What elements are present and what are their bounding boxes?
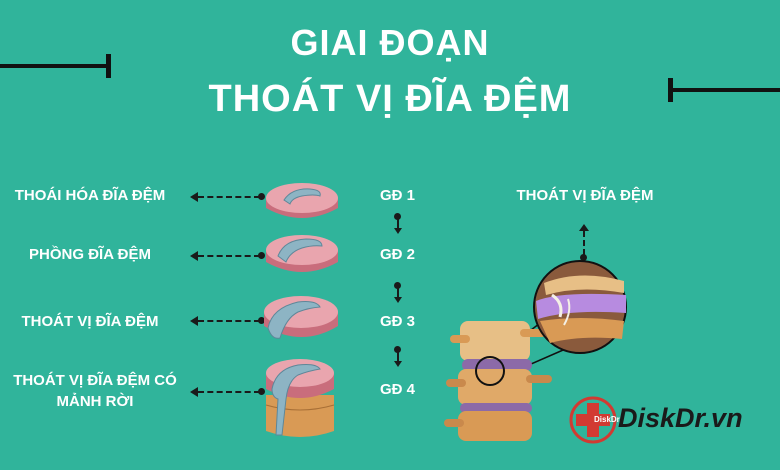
connector-line-3: [397, 352, 401, 362]
herniation-arrow-dot: [580, 254, 587, 261]
stage-2-code: GĐ 2: [380, 246, 416, 263]
disc-stage-1-illustration: [266, 183, 338, 218]
disc-stage-2-illustration: [266, 235, 338, 272]
stage-1-code: GĐ 1: [380, 187, 416, 204]
arrow-line-3: [198, 320, 260, 324]
brand-name: DiskDr.vn: [618, 403, 743, 433]
connector-dot-2: [394, 282, 401, 289]
connector-line-2: [397, 288, 401, 298]
disc-stage-4-illustration: [265, 359, 335, 437]
stage-4-code: GĐ 4: [380, 381, 416, 398]
disc-stage-3-illustration: [264, 296, 338, 339]
arrow-line-1: [198, 196, 260, 200]
stage-3-code: GĐ 3: [380, 313, 416, 330]
stage-4-label-line-1: THOÁT VỊ ĐĨA ĐỆM CÓ: [13, 372, 177, 389]
medical-cross-icon: [569, 396, 617, 444]
title-line-2: THOÁT VỊ ĐĨA ĐỆM: [208, 78, 572, 120]
brand-logo: DiskDr. DiskDr.vn: [568, 395, 778, 445]
decor-bar-left-cap: [106, 54, 111, 78]
decor-bar-right: [670, 88, 780, 92]
stage-2-label: PHỒNG ĐĨA ĐỆM: [29, 246, 151, 263]
arrow-line-4: [198, 391, 260, 395]
arrow-head-3: [190, 316, 198, 326]
brand-mark-text: DiskDr.: [594, 415, 622, 424]
arrow-line-2: [198, 255, 260, 259]
title-line-1: GIAI ĐOẠN: [290, 22, 490, 63]
herniation-arrow-head: [579, 224, 589, 231]
connector-arrow-3: [394, 361, 402, 367]
spine-illustration: [444, 260, 627, 441]
connector-line-1: [397, 219, 401, 229]
herniation-label: THOÁT VỊ ĐĨA ĐỆM: [516, 187, 654, 204]
arrow-head-1: [190, 192, 198, 202]
connector-arrow-1: [394, 228, 402, 234]
connector-dot-3: [394, 346, 401, 353]
arrow-dot-1: [258, 193, 265, 200]
decor-bar-right-cap: [668, 78, 673, 102]
herniation-arrow-line: [583, 231, 587, 255]
arrow-head-4: [190, 387, 198, 397]
stage-4-label-line-2: MẢNH RỜI: [56, 393, 134, 410]
stage-3-label: THOÁT VỊ ĐĨA ĐỆM: [21, 313, 159, 330]
stage-1-label: THOÁI HÓA ĐĨA ĐỆM: [14, 187, 166, 204]
arrow-dot-2: [258, 252, 265, 259]
decor-bar-left: [0, 64, 110, 68]
arrow-dot-4: [258, 388, 265, 395]
connector-arrow-2: [394, 297, 402, 303]
arrow-dot-3: [258, 317, 265, 324]
connector-dot-1: [394, 213, 401, 220]
arrow-head-2: [190, 251, 198, 261]
